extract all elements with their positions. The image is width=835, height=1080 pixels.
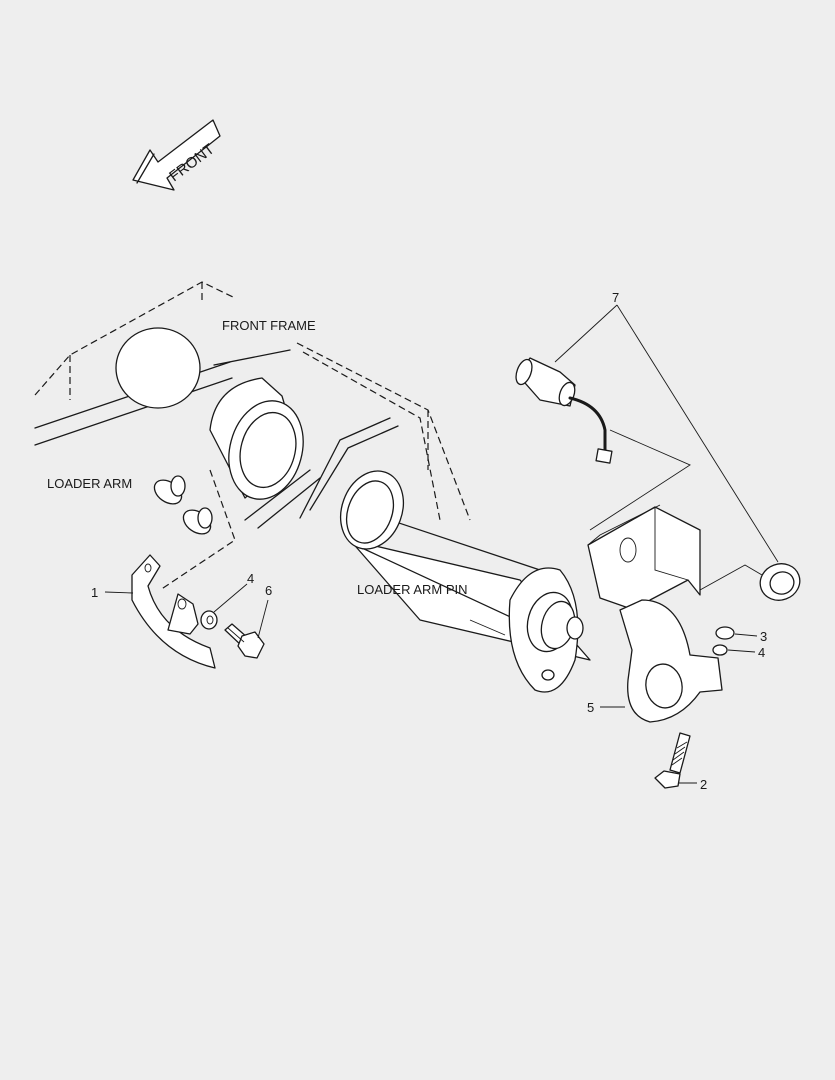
loader-arm-pin <box>340 470 591 693</box>
front-frame-outline <box>34 281 471 591</box>
callout-5: 5 <box>587 700 594 715</box>
part-1-bracket <box>131 554 216 669</box>
callout-2: 2 <box>700 777 707 792</box>
part-2-bolt <box>654 732 691 789</box>
spacer-bushings <box>153 475 213 535</box>
loader-arm-bushing <box>209 377 304 500</box>
callout-4-left: 4 <box>247 571 254 586</box>
callout-6: 6 <box>265 583 272 598</box>
callout-7: 7 <box>612 290 619 305</box>
part-4-washer-left <box>200 610 218 630</box>
loader-arm-body <box>34 327 399 529</box>
part-3-nut <box>715 626 735 640</box>
loader-arm-pin-label: LOADER ARM PIN <box>357 582 468 597</box>
part-4-washer-right <box>712 644 728 656</box>
leader-lines <box>104 304 779 784</box>
front-direction-arrow: FRONT <box>132 119 221 191</box>
callout-3: 3 <box>760 629 767 644</box>
part-6-bolt <box>224 623 265 659</box>
callout-4-right: 4 <box>758 645 765 660</box>
front-frame-label: FRONT FRAME <box>222 318 316 333</box>
loader-arm-label: LOADER ARM <box>47 476 132 491</box>
part-7-sensor <box>515 357 613 464</box>
part-7-nut <box>759 563 801 601</box>
callout-1: 1 <box>91 585 98 600</box>
part-5-sensor-bracket <box>587 504 723 723</box>
